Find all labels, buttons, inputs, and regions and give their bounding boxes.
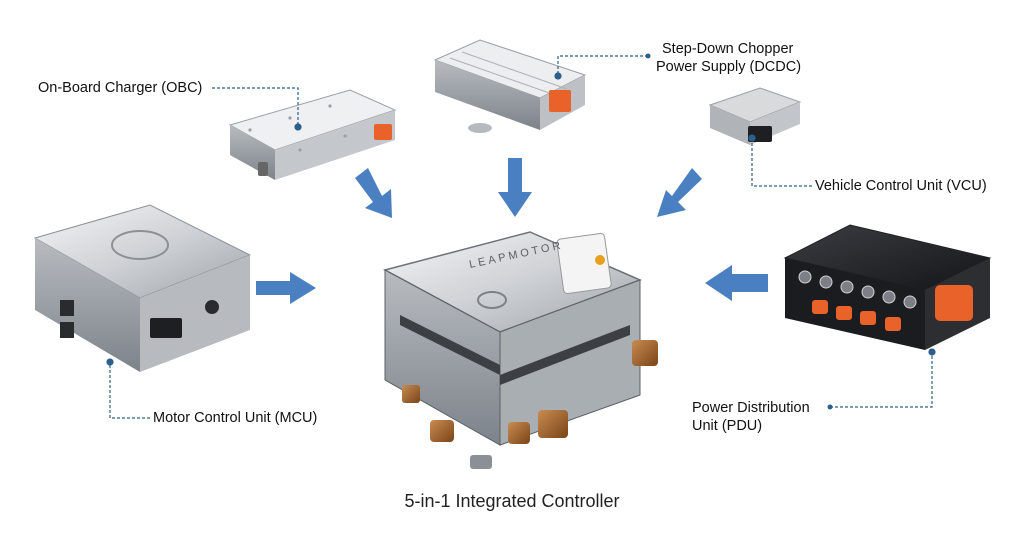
integrated-controller-image: LEAPMOTOR	[382, 231, 658, 469]
label-vcu: Vehicle Control Unit (VCU)	[815, 178, 987, 194]
pdu-orange-connector-2	[836, 306, 852, 320]
arrow-obc	[355, 168, 392, 218]
pdu-orange-connector-1	[812, 300, 828, 314]
controller-bronze-connector-1	[430, 420, 454, 442]
obc-orange-connector	[374, 124, 392, 140]
leader-pdu	[830, 348, 936, 408]
label-dcdc: Step-Down Chopper Power Supply (DCDC)	[656, 40, 801, 76]
controller-bronze-connector-3	[538, 410, 568, 438]
controller-bronze-connector-5	[402, 385, 420, 403]
controller-bronze-connector-2	[508, 422, 530, 444]
arrows	[256, 158, 768, 304]
dcdc-unit-image	[433, 39, 587, 133]
label-pdu: Power Distribution Unit (PDU)	[692, 399, 810, 435]
vcu-unit-image	[708, 87, 802, 145]
mcu-unit-image	[33, 204, 252, 372]
arrow-vcu	[657, 168, 702, 217]
controller-bronze-connector-4	[632, 340, 658, 366]
diagram-caption: 5-in-1 Integrated Controller	[404, 491, 620, 511]
pdu-unit-image	[783, 224, 992, 350]
dcdc-orange-connector	[549, 90, 571, 112]
arrow-pdu	[705, 265, 768, 301]
arrow-dcdc	[498, 158, 532, 217]
leader-lines	[106, 55, 936, 419]
pdu-orange-connector-3	[860, 311, 876, 325]
label-dcdc-line1: Step-Down Chopper	[662, 41, 794, 57]
leader-obc	[212, 87, 302, 131]
mcu-black-connector	[150, 318, 182, 338]
label-pdu-line2: Unit (PDU)	[692, 418, 763, 434]
leader-dcdc	[554, 55, 648, 80]
controller-label-plate	[556, 232, 612, 295]
pdu-orange-connector-5	[935, 285, 973, 321]
label-mcu: Motor Control Unit (MCU)	[153, 410, 318, 426]
label-pdu-line1: Power Distribution	[692, 400, 810, 416]
leader-vcu	[748, 134, 812, 187]
leader-mcu	[106, 358, 150, 419]
obc-unit-image	[228, 89, 397, 180]
pdu-orange-connector-4	[885, 317, 901, 331]
arrow-mcu	[256, 272, 316, 304]
label-dcdc-line2: Power Supply (DCDC)	[656, 59, 802, 75]
label-obc: On-Board Charger (OBC)	[38, 80, 203, 96]
